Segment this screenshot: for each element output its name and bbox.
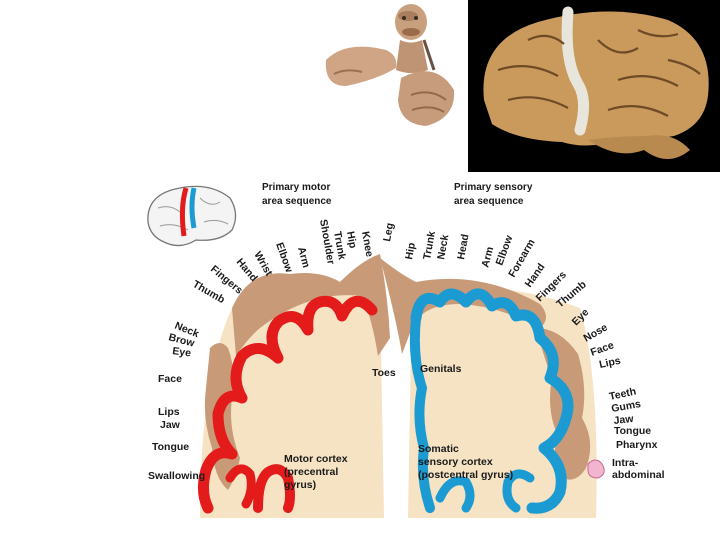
- motor-cortex-caption-line3: gyrus): [284, 479, 316, 491]
- sensory-label-jaw: Jaw: [613, 413, 635, 427]
- sensory-cortex-band: [410, 288, 574, 514]
- motor-label-eye: Eye: [172, 345, 192, 360]
- sensory-cortex-caption-line2: sensory cortex: [418, 456, 493, 468]
- motor-homunculus-body: [232, 254, 390, 356]
- motor-cortex-band: [197, 295, 378, 514]
- homunculus-diagram: Primary motor area sequence Primary sens…: [147, 182, 665, 518]
- sensory-homunculus-body: [380, 258, 546, 354]
- sensory-label-trunk: Trunk: [421, 230, 438, 260]
- intra-abdominal-organ-icon: [587, 459, 605, 479]
- inset-brain-icon: [147, 185, 237, 247]
- sensory-cortex-fold-2: [502, 469, 535, 513]
- sensory-label-pharynx: Pharynx: [616, 439, 658, 451]
- motor-label-hip: Hip: [344, 230, 359, 249]
- sensory-label-hip: Hip: [403, 242, 418, 261]
- motor-label-elbow: Elbow: [273, 241, 295, 275]
- sensory-cortex-fold: [435, 476, 475, 513]
- motor-area-header-line2: area sequence: [262, 196, 332, 207]
- genitals-label: Genitals: [420, 363, 462, 375]
- motor-label-knee: Knee: [359, 230, 375, 258]
- sensory-cortex-caption-line3: (postcentral gyrus): [418, 469, 513, 481]
- motor-label-jaw: Jaw: [160, 419, 181, 431]
- motor-area-header-line1: Primary motor: [262, 182, 330, 193]
- sensory-label-leg: Leg: [381, 222, 396, 242]
- motor-cortex-fold-2: [225, 464, 256, 509]
- homunculus-sculpture-image: [316, 0, 466, 128]
- sensory-label-lips: Lips: [598, 355, 622, 371]
- sensory-label-tongue: Tongue: [614, 425, 651, 437]
- motor-hemisphere-tissue: [200, 286, 384, 518]
- motor-label-arm: Arm: [295, 246, 312, 269]
- sensory-label-gums: Gums: [610, 398, 642, 415]
- brain-photo: [468, 0, 720, 172]
- sensory-label-head: Head: [455, 233, 471, 260]
- motor-cortex-caption-line1: Motor cortex: [284, 453, 348, 465]
- toes-label: Toes: [372, 367, 396, 379]
- sensory-area-header-line1: Primary sensory: [454, 182, 533, 193]
- sensory-label-intra-abdominal-line1: Intra-: [612, 457, 639, 469]
- sensory-cortex-inner: [409, 313, 435, 513]
- sensory-label-intra-abdominal-line2: abdominal: [612, 469, 665, 481]
- motor-label-swallowing: Swallowing: [148, 470, 205, 482]
- sensory-cortex-caption-line1: Somatic: [418, 443, 459, 455]
- motor-cortex-fold: [253, 464, 295, 513]
- motor-label-tongue: Tongue: [152, 441, 189, 453]
- sensory-label-teeth: Teeth: [608, 386, 637, 403]
- motor-label-face: Face: [158, 373, 182, 385]
- sensory-label-arm: Arm: [479, 245, 496, 268]
- motor-label-shoulder: Shoulder: [317, 218, 337, 265]
- motor-label-trunk: Trunk: [331, 230, 348, 260]
- motor-label-lips: Lips: [158, 406, 180, 418]
- sensory-label-neck: Neck: [435, 234, 451, 261]
- motor-cortex-caption-line2: (precentral: [284, 466, 338, 478]
- sensory-area-header-line2: area sequence: [454, 196, 524, 207]
